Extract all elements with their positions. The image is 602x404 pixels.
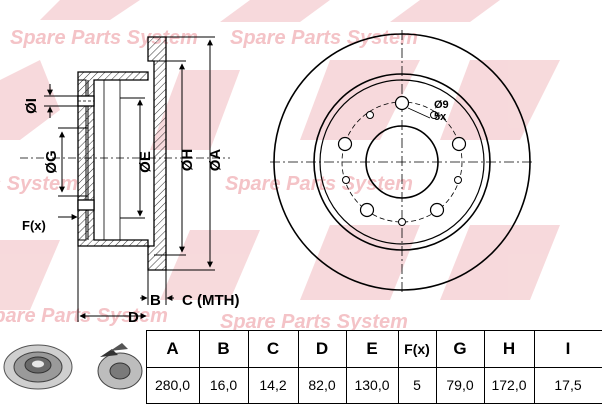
disc-3d-thumbnail-icon bbox=[97, 342, 143, 389]
side-section-view bbox=[20, 36, 230, 271]
header-d: D bbox=[297, 330, 347, 368]
side-view-labels: ØI ØG ØE ØH ØA F(x) B C (MTH) D bbox=[22, 98, 239, 326]
dim-label-c: C (MTH) bbox=[182, 292, 239, 309]
value-i: 17,5 bbox=[533, 366, 602, 404]
header-c: C bbox=[247, 330, 299, 368]
dim-label-h: ØH bbox=[179, 149, 196, 172]
specs-table: A B C D E F(x) G H I 280,0 16,0 14,2 82,… bbox=[0, 330, 602, 404]
locating-hole bbox=[366, 111, 374, 119]
specs-value-row: 280,0 16,0 14,2 82,0 130,0 5 79,0 172,0 … bbox=[0, 366, 602, 404]
side-view-dimensions bbox=[44, 36, 215, 322]
value-h: 172,0 bbox=[483, 366, 535, 404]
dim-label-a: ØA bbox=[207, 149, 224, 172]
value-d: 82,0 bbox=[297, 366, 347, 404]
dim-label-f: F(x) bbox=[22, 218, 46, 233]
value-f: 5 bbox=[397, 366, 437, 404]
front-view bbox=[270, 30, 535, 294]
locating-hole bbox=[430, 111, 438, 119]
bolt-hole bbox=[429, 202, 445, 218]
bolt-hole bbox=[359, 202, 375, 218]
header-a: A bbox=[145, 330, 200, 368]
value-e: 130,0 bbox=[345, 366, 399, 404]
bolt-hole bbox=[394, 95, 410, 111]
dim-label-g: ØG bbox=[43, 150, 60, 173]
front-view-labels: Ø9 5x bbox=[434, 99, 449, 123]
header-f: F(x) bbox=[397, 330, 437, 368]
locating-hole bbox=[398, 218, 406, 226]
bolt-hole bbox=[451, 136, 467, 152]
header-e: E bbox=[345, 330, 399, 368]
bolt-hole bbox=[337, 136, 353, 152]
value-a: 280,0 bbox=[145, 366, 200, 404]
header-h: H bbox=[483, 330, 535, 368]
specs-header-row: A B C D E F(x) G H I bbox=[0, 330, 602, 389]
value-c: 14,2 bbox=[247, 366, 299, 404]
value-g: 79,0 bbox=[435, 366, 485, 404]
disc-hat-section bbox=[77, 71, 149, 247]
bolt-holes bbox=[337, 95, 467, 218]
header-b: B bbox=[198, 330, 249, 368]
dim-label-b: B bbox=[150, 292, 161, 309]
dim-label-d: D bbox=[128, 309, 139, 326]
value-b: 16,0 bbox=[198, 366, 249, 404]
disc-thumbnail-icon bbox=[3, 344, 73, 389]
hole-count-label: 5x bbox=[434, 111, 447, 123]
locating-hole bbox=[342, 176, 350, 184]
hole-diameter-label: Ø9 bbox=[434, 99, 449, 111]
brake-disc-drawing: ØI ØG ØE ØH ØA F(x) B C (MTH) D bbox=[20, 30, 535, 326]
dim-label-e: ØE bbox=[137, 151, 154, 173]
locating-hole bbox=[454, 176, 462, 184]
thumbnail-cell bbox=[0, 331, 146, 404]
locating-holes bbox=[342, 111, 462, 226]
product-thumbnails bbox=[3, 342, 143, 389]
header-i: I bbox=[533, 330, 602, 368]
dim-label-i: ØI bbox=[23, 98, 40, 114]
header-g: G bbox=[435, 330, 485, 368]
